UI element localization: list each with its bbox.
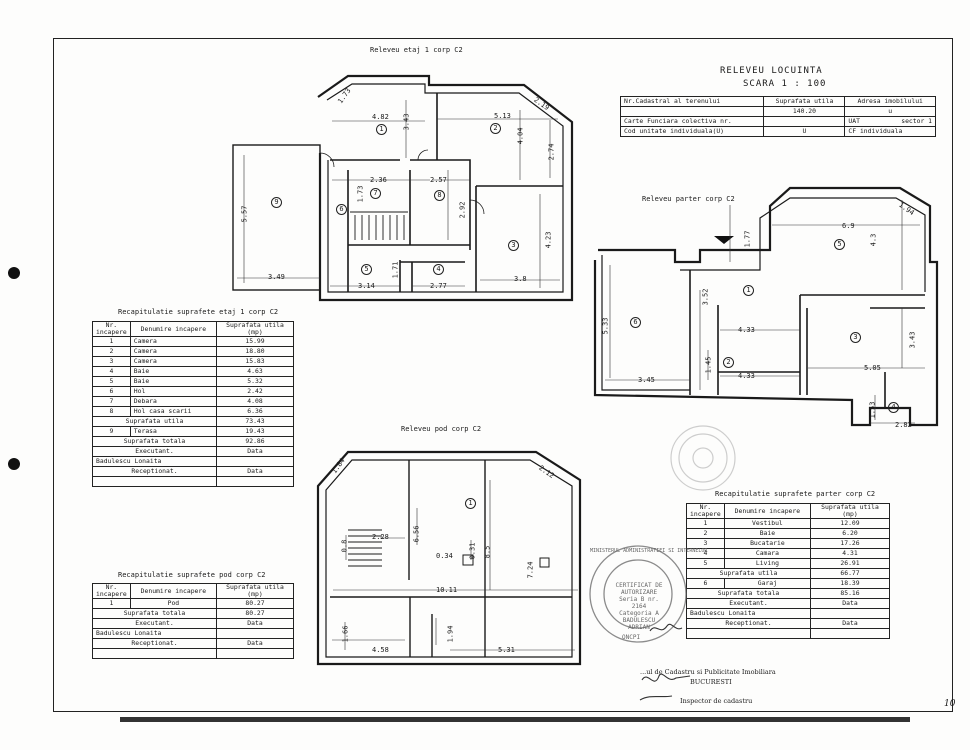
etaj-outline <box>317 74 574 302</box>
cell <box>216 648 294 659</box>
stamp-text: CERTIFICAT DE AUTORIZARE Seria B nr. 216… <box>614 582 664 631</box>
page-number: 10 <box>944 699 956 709</box>
pod-outline <box>316 450 582 666</box>
parter-plan-title: Releveu parter corp C2 <box>642 195 735 203</box>
pod-walls <box>330 460 572 657</box>
office-stamp-line3: Inspector de cadastru <box>680 697 753 705</box>
document-title: RELEVEU LOCUINTA <box>720 66 823 76</box>
terrace-outline <box>232 144 321 291</box>
door-arcs <box>319 149 485 215</box>
room-number: 1 <box>376 124 387 135</box>
dim-label: 6.9 <box>842 222 855 230</box>
col-header: Suprafata utila (mp) <box>216 583 294 599</box>
room-number: 4 <box>888 402 899 413</box>
uat-label: UAT <box>848 117 860 125</box>
binder-hole-bottom <box>8 458 20 470</box>
stamp-ring-text: MINISTERUL ADMINISTRATIEI SI INTERNELOR <box>590 548 708 554</box>
parter-table-title: Recapitulatie suprafete parter corp C2 <box>715 490 876 498</box>
parter-summary-table: Nr. incapere Denumire incapere Suprafata… <box>686 503 890 639</box>
dim-label: 5.05 <box>864 364 881 372</box>
document-scale: SCARA 1 : 100 <box>743 79 827 89</box>
room-number: 6 <box>336 204 347 215</box>
parter-inner <box>680 197 926 292</box>
etaj-walls <box>330 93 563 292</box>
dimension-lines <box>237 100 925 651</box>
room-number: 1 <box>743 285 754 296</box>
room-number: 3 <box>850 332 861 343</box>
parter-outline <box>593 186 939 427</box>
room-number: 4 <box>433 264 444 275</box>
cell <box>216 476 294 487</box>
etaj-table-title: Recapitulatie suprafete etaj 1 corp C2 <box>118 308 279 316</box>
dim-label: 2.28 <box>372 533 389 541</box>
etaj-stairs <box>350 211 408 240</box>
dim-label: 2.82 <box>895 421 912 429</box>
room-number: 2 <box>490 123 501 134</box>
stamp-line: Seria B nr. 2164 <box>619 596 659 610</box>
empty-row <box>92 648 294 659</box>
room-number: 7 <box>370 188 381 199</box>
stamp-line: Categoria A <box>619 610 659 617</box>
cell <box>810 628 890 639</box>
pod-stairs <box>348 529 382 567</box>
empty-row <box>92 476 294 487</box>
dim-label: 4.58 <box>372 646 389 654</box>
official-seal-faint <box>670 425 736 491</box>
chimney-block <box>462 554 474 566</box>
room-number: 2 <box>723 357 734 368</box>
dim-label: 0.34 <box>436 552 453 560</box>
dim-label: 10.11 <box>436 586 458 594</box>
cell-cod: Cod unitate individuala(U) <box>619 126 765 137</box>
etaj-plan-title: Releveu etaj 1 corp C2 <box>370 46 463 54</box>
stamp-line: BADULESCU ADRIAN <box>622 617 656 631</box>
dim-label: 3.8 <box>514 275 527 283</box>
etaj-summary-table: Nr. incapere Denumire incapere Suprafata… <box>92 321 294 487</box>
scan-edge-bar <box>120 717 910 722</box>
sector-label: sector 1 <box>901 117 932 125</box>
stamp-bottom-text: ONCPI <box>622 634 641 641</box>
cell-u2: U <box>763 126 846 137</box>
pod-table-title: Recapitulatie suprafete pod corp C2 <box>118 571 266 579</box>
room-number: 1 <box>465 498 476 509</box>
entry-marker <box>714 236 734 244</box>
cadastral-info-table: Nr.Cadastral al terenului Suprafata util… <box>619 96 936 137</box>
col-header: Suprafata utila (mp) <box>810 503 890 519</box>
dim-label: 4.82 <box>372 113 389 121</box>
etaj-inner-outline <box>326 83 564 293</box>
room-number: 9 <box>271 197 282 208</box>
binder-hole-top <box>8 267 20 279</box>
dim-label: 3.14 <box>358 282 375 290</box>
room-number: 6 <box>630 317 641 328</box>
dim-label: 3.45 <box>638 376 655 384</box>
pod-plan-title: Releveu pod corp C2 <box>401 425 482 433</box>
dim-label: 2.77 <box>430 282 447 290</box>
office-stamp-line2: BUCURESTI <box>690 678 732 686</box>
empty-row <box>686 628 890 639</box>
room-number: 5 <box>834 239 845 250</box>
authorization-stamp <box>589 545 687 643</box>
signature <box>639 623 691 701</box>
stamp-line: CERTIFICAT DE AUTORIZARE <box>615 582 663 596</box>
dim-label: 4.33 <box>738 372 755 380</box>
pod-hatch <box>539 557 550 568</box>
drawing-frame <box>53 38 953 712</box>
parter-walls <box>689 270 925 408</box>
cell-cf: CF individuala <box>844 126 936 137</box>
office-stamp-line1: ...ul de Cadastru si Publicitate Imobili… <box>640 668 776 676</box>
dim-label: 3.49 <box>268 273 285 281</box>
pod-inner <box>325 459 573 658</box>
dim-label: 5.31 <box>498 646 515 654</box>
pod-summary-table: Nr. incapere Denumire incapere Suprafata… <box>92 583 294 659</box>
dim-label: 5.13 <box>494 112 511 120</box>
room-number: 5 <box>361 264 372 275</box>
room-number: 3 <box>508 240 519 251</box>
garage-outline <box>601 255 690 391</box>
dim-label: 4.33 <box>738 326 755 334</box>
dim-label: 2.36 <box>370 176 387 184</box>
room-number: 8 <box>434 190 445 201</box>
dim-label: 2.57 <box>430 176 447 184</box>
